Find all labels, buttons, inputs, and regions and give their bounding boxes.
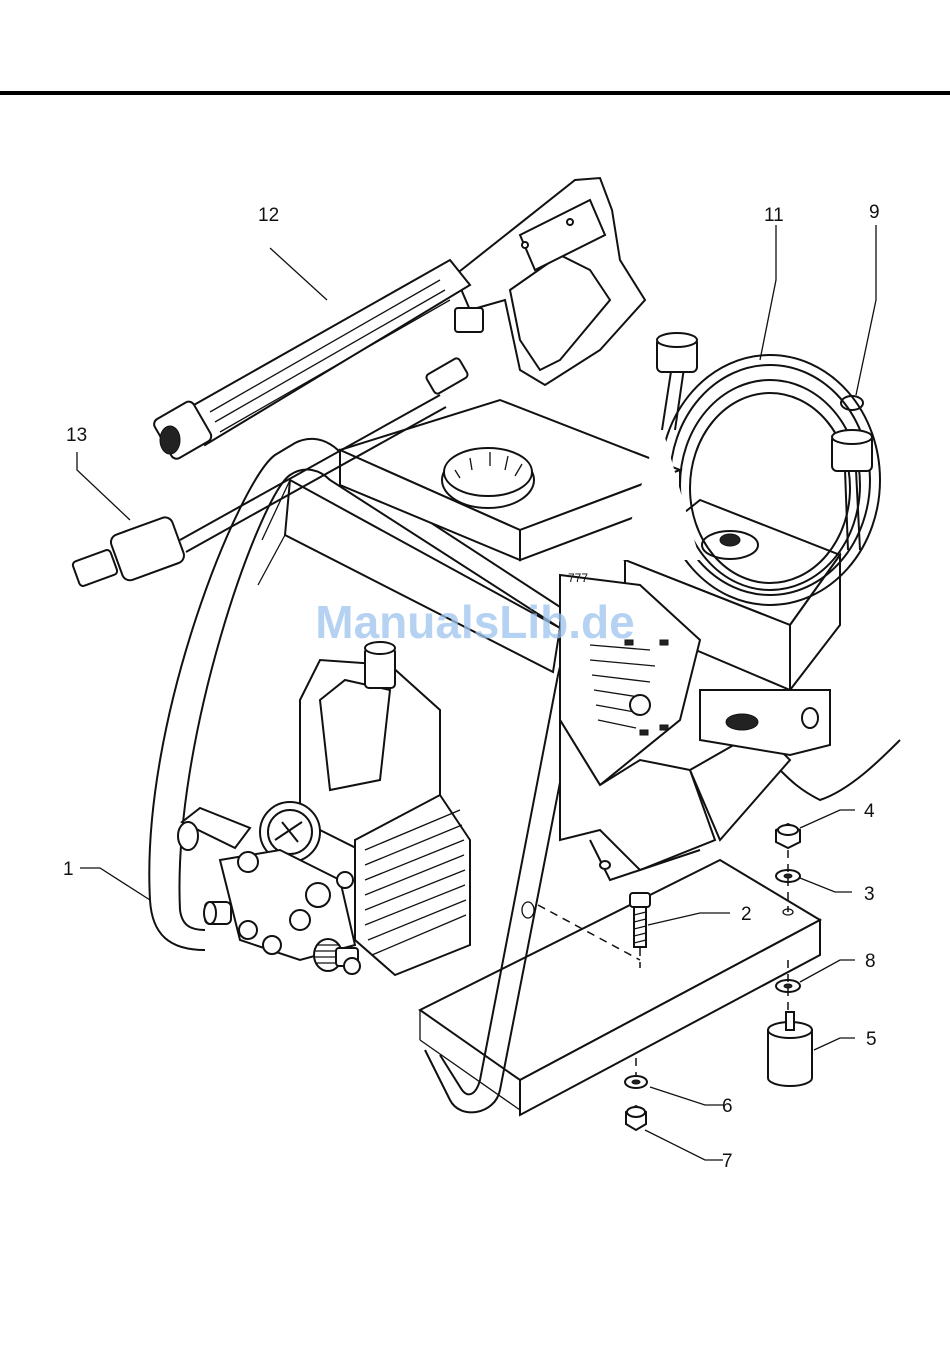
foot-part-5 [768,1012,812,1086]
callout-1: 1 [63,859,74,880]
callout-2: 2 [741,904,752,925]
callout-6: 6 [722,1096,733,1117]
callout-8: 8 [865,951,876,972]
nut-part-7 [626,1106,646,1130]
callout-4: 4 [864,801,875,822]
callout-9: 9 [869,202,880,223]
callout-12: 12 [258,205,279,226]
callout-5: 5 [866,1029,877,1050]
nut-part-4 [776,824,800,848]
pump-assembly [178,642,470,975]
svg-text:777: 777 [568,571,588,585]
callout-11: 11 [764,205,784,226]
callout-3: 3 [864,884,875,905]
watermark: ManualsLib.de [315,596,634,648]
washer-part-6 [625,1076,647,1088]
callout-7: 7 [722,1151,733,1172]
callout-13: 13 [66,425,87,446]
